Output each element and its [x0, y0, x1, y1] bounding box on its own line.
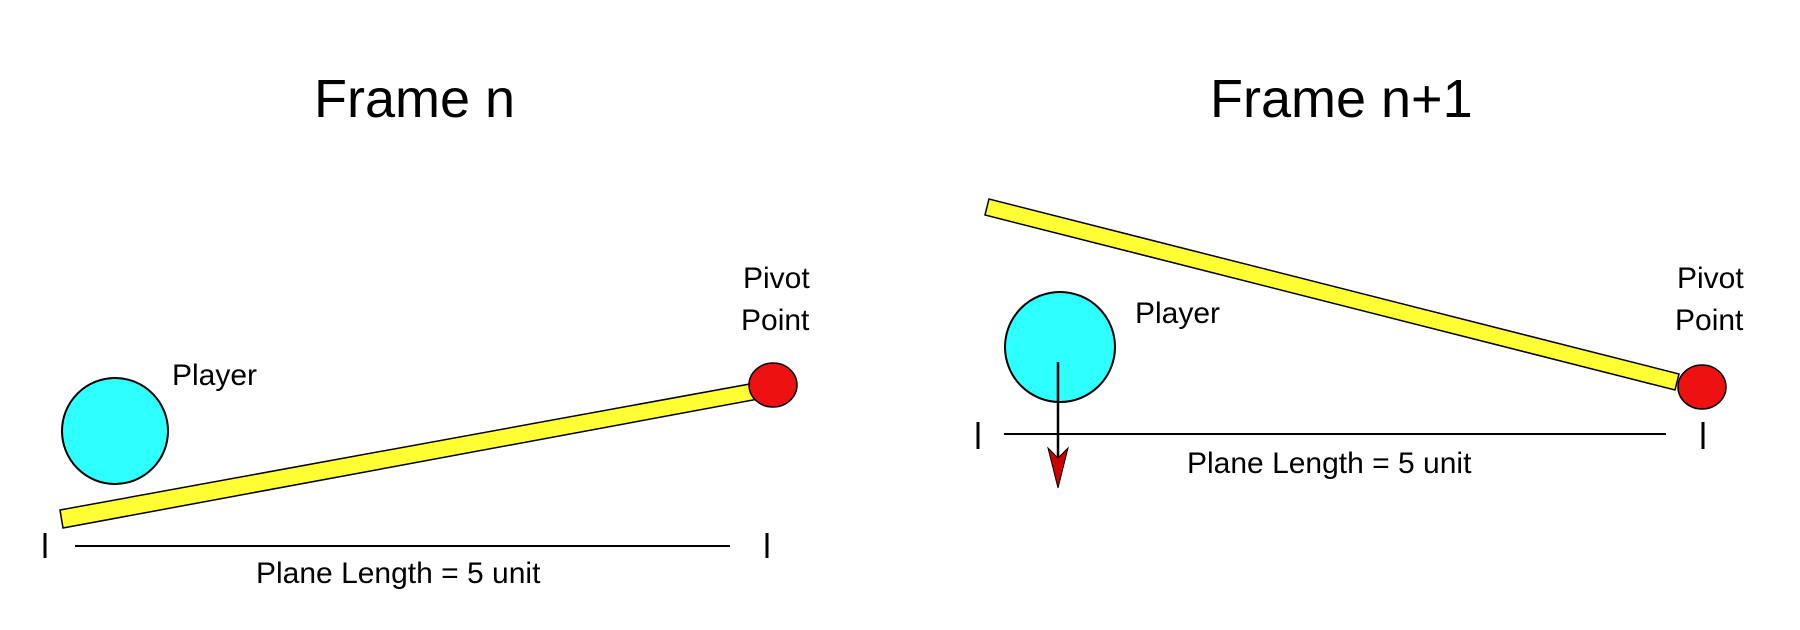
pivot-point — [748, 362, 798, 408]
pivot-label-line1: Pivot — [743, 262, 810, 295]
player-ball — [1004, 291, 1116, 403]
player-label: Player — [1135, 297, 1221, 330]
plane-length-label: Plane Length = 5 unit — [1187, 447, 1472, 480]
plank — [984, 198, 1680, 391]
player-label: Player — [172, 359, 258, 392]
pivot-label-line2: Point — [1675, 304, 1744, 337]
frame-n-diagram — [43, 362, 798, 558]
plane-length-label: Plane Length = 5 unit — [256, 557, 541, 590]
frame-n-plus-1-diagram — [976, 198, 1727, 489]
player-ball — [61, 377, 169, 485]
pivot-label-line1: Pivot — [1677, 262, 1744, 295]
frame-n-panel: Frame n Player Pivot Point Plane Length … — [43, 69, 810, 590]
plank — [59, 378, 781, 529]
frame-n-plus-1-panel: Frame n+1 Player Pivot Point Plane Lengt… — [900, 0, 1800, 630]
frame-title: Frame n+1 — [1210, 69, 1473, 129]
pivot-point — [1677, 364, 1727, 410]
frame-title: Frame n — [314, 69, 516, 129]
pivot-label-line2: Point — [741, 304, 810, 337]
gravity-arrow-head — [1047, 446, 1069, 489]
